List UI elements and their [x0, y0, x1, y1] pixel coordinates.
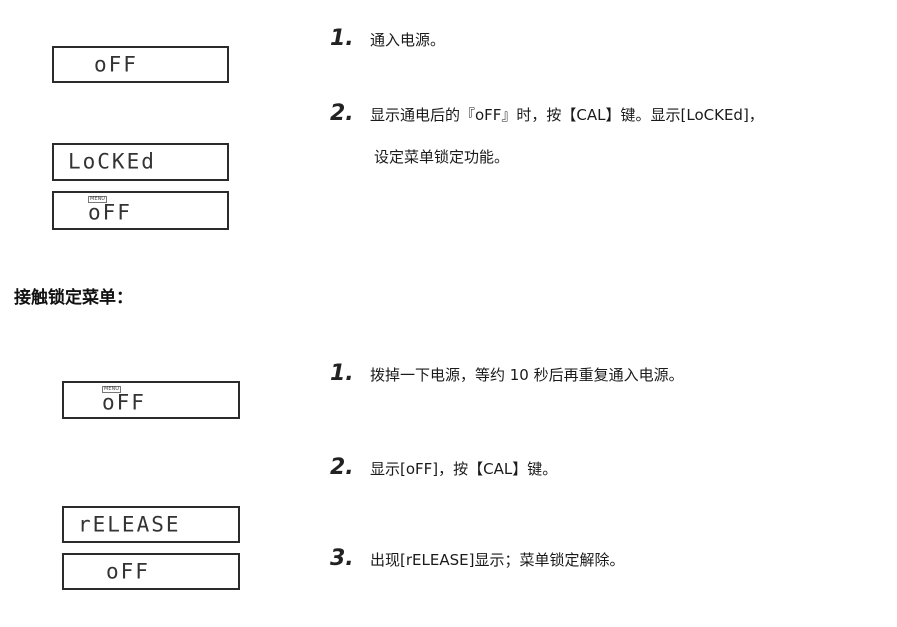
- lcd-display-locked: LoCKEd: [52, 143, 229, 181]
- step-number: 2.: [330, 101, 354, 126]
- lcd-display-off: oFF: [62, 553, 240, 590]
- step-text: 通入电源。: [370, 31, 446, 49]
- lcd-display-text: LoCKEd: [68, 149, 156, 174]
- step-number: 1.: [330, 361, 354, 386]
- lcd-display-off-menu: MENU oFF: [52, 191, 229, 230]
- step-3: 3. 出现[rELEASE]显示；菜单锁定解除。: [330, 546, 624, 571]
- menu-indicator-icon: MENU: [88, 196, 107, 203]
- lcd-display-release: rELEASE: [62, 506, 240, 543]
- lcd-display-text: oFF: [88, 200, 132, 225]
- step-text: 出现[rELEASE]显示；菜单锁定解除。: [370, 551, 625, 569]
- lcd-display-text: rELEASE: [78, 512, 181, 536]
- step-number: 1.: [330, 26, 354, 51]
- section-heading: 接触锁定菜单：: [14, 288, 133, 308]
- step-2: 2. 显示[oFF]，按【CAL】键。: [330, 455, 557, 480]
- step-2: 2. 显示通电后的『oFF』时，按【CAL】键。显示[LoCKEd]，: [330, 101, 764, 126]
- menu-indicator-icon: MENU: [102, 386, 121, 393]
- step-1: 1. 通入电源。: [330, 26, 445, 51]
- step-1: 1. 拨掉一下电源，等约 10 秒后再重复通入电源。: [330, 361, 684, 386]
- lcd-display-text: oFF: [102, 390, 146, 415]
- step-text: 显示通电后的『oFF』时，按【CAL】键。显示[LoCKEd]，: [370, 106, 764, 124]
- step-number: 3.: [330, 546, 354, 571]
- step-text: 拨掉一下电源，等约 10 秒后再重复通入电源。: [370, 366, 684, 384]
- lcd-display-text: oFF: [94, 52, 138, 76]
- lcd-display-off: oFF: [52, 46, 229, 83]
- lcd-display-off-menu: MENU oFF: [62, 381, 240, 419]
- step-2-continuation: 设定菜单锁定功能。: [374, 148, 510, 166]
- step-number: 2.: [330, 455, 354, 480]
- step-text: 显示[oFF]，按【CAL】键。: [370, 460, 558, 478]
- lcd-display-text: oFF: [106, 559, 150, 583]
